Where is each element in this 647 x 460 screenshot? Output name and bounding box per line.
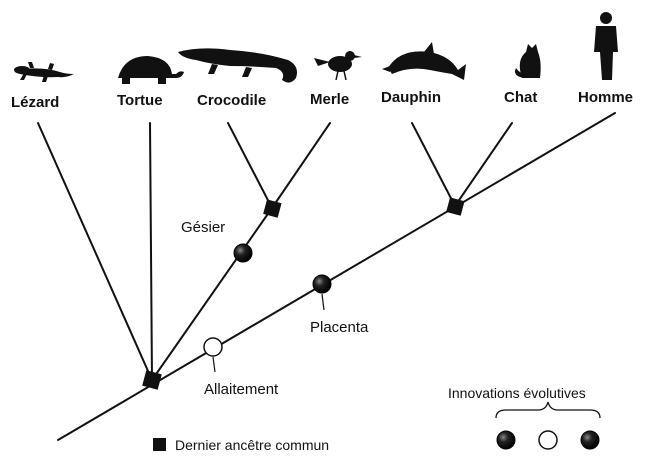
branch-dauphin: [412, 123, 455, 206]
ancestor-node-mammals: [446, 197, 464, 215]
legend-innovation-filled-2: [581, 431, 599, 449]
blackbird-icon: [314, 51, 362, 80]
legend-innovations: Innovations évolutives: [448, 385, 600, 449]
legend-brace: [496, 402, 600, 418]
placenta-tick: [322, 294, 324, 310]
taxon-label-lezard: Lézard: [11, 94, 59, 111]
label-gizzard: Gésier: [181, 219, 225, 236]
human-icon: [594, 12, 618, 80]
lactation-tick: [213, 357, 215, 372]
legend-innovation-filled-1: [497, 431, 515, 449]
taxon-labels: Lézard Tortue Crocodile Merle Dauphin Ch…: [11, 89, 633, 111]
dolphin-icon: [382, 42, 466, 80]
innovation-lactation-marker: [204, 338, 222, 356]
innovation-gizzard-marker: [234, 244, 252, 262]
branch-chat: [455, 123, 512, 206]
cat-icon: [515, 44, 541, 78]
ancestor-node-root: [142, 370, 162, 390]
branch-lezard: [38, 123, 152, 380]
taxon-label-merle: Merle: [310, 91, 349, 108]
branch-crocodile: [228, 123, 272, 208]
legend-ancestor-label: Dernier ancêtre commun: [175, 437, 329, 453]
legend-ancestor-swatch: [153, 438, 166, 451]
label-lactation: Allaitement: [204, 381, 279, 398]
taxon-label-homme: Homme: [578, 89, 633, 106]
taxon-label-dauphin: Dauphin: [381, 89, 441, 106]
taxon-label-crocodile: Crocodile: [197, 92, 266, 109]
taxon-label-chat: Chat: [504, 89, 537, 106]
turtle-icon: [118, 56, 184, 84]
legend-common-ancestor: Dernier ancêtre commun: [153, 437, 329, 453]
branch-merle: [272, 123, 330, 208]
legend-innovations-title: Innovations évolutives: [448, 385, 586, 401]
legend-innovation-open: [539, 431, 557, 449]
label-placenta: Placenta: [310, 319, 369, 336]
lizard-icon: [14, 62, 74, 82]
innovation-placenta-marker: [313, 275, 331, 293]
innovation-markers: [204, 244, 331, 372]
branch-tortue: [150, 123, 152, 380]
taxon-label-tortue: Tortue: [117, 92, 163, 109]
crocodile-icon: [178, 48, 297, 82]
